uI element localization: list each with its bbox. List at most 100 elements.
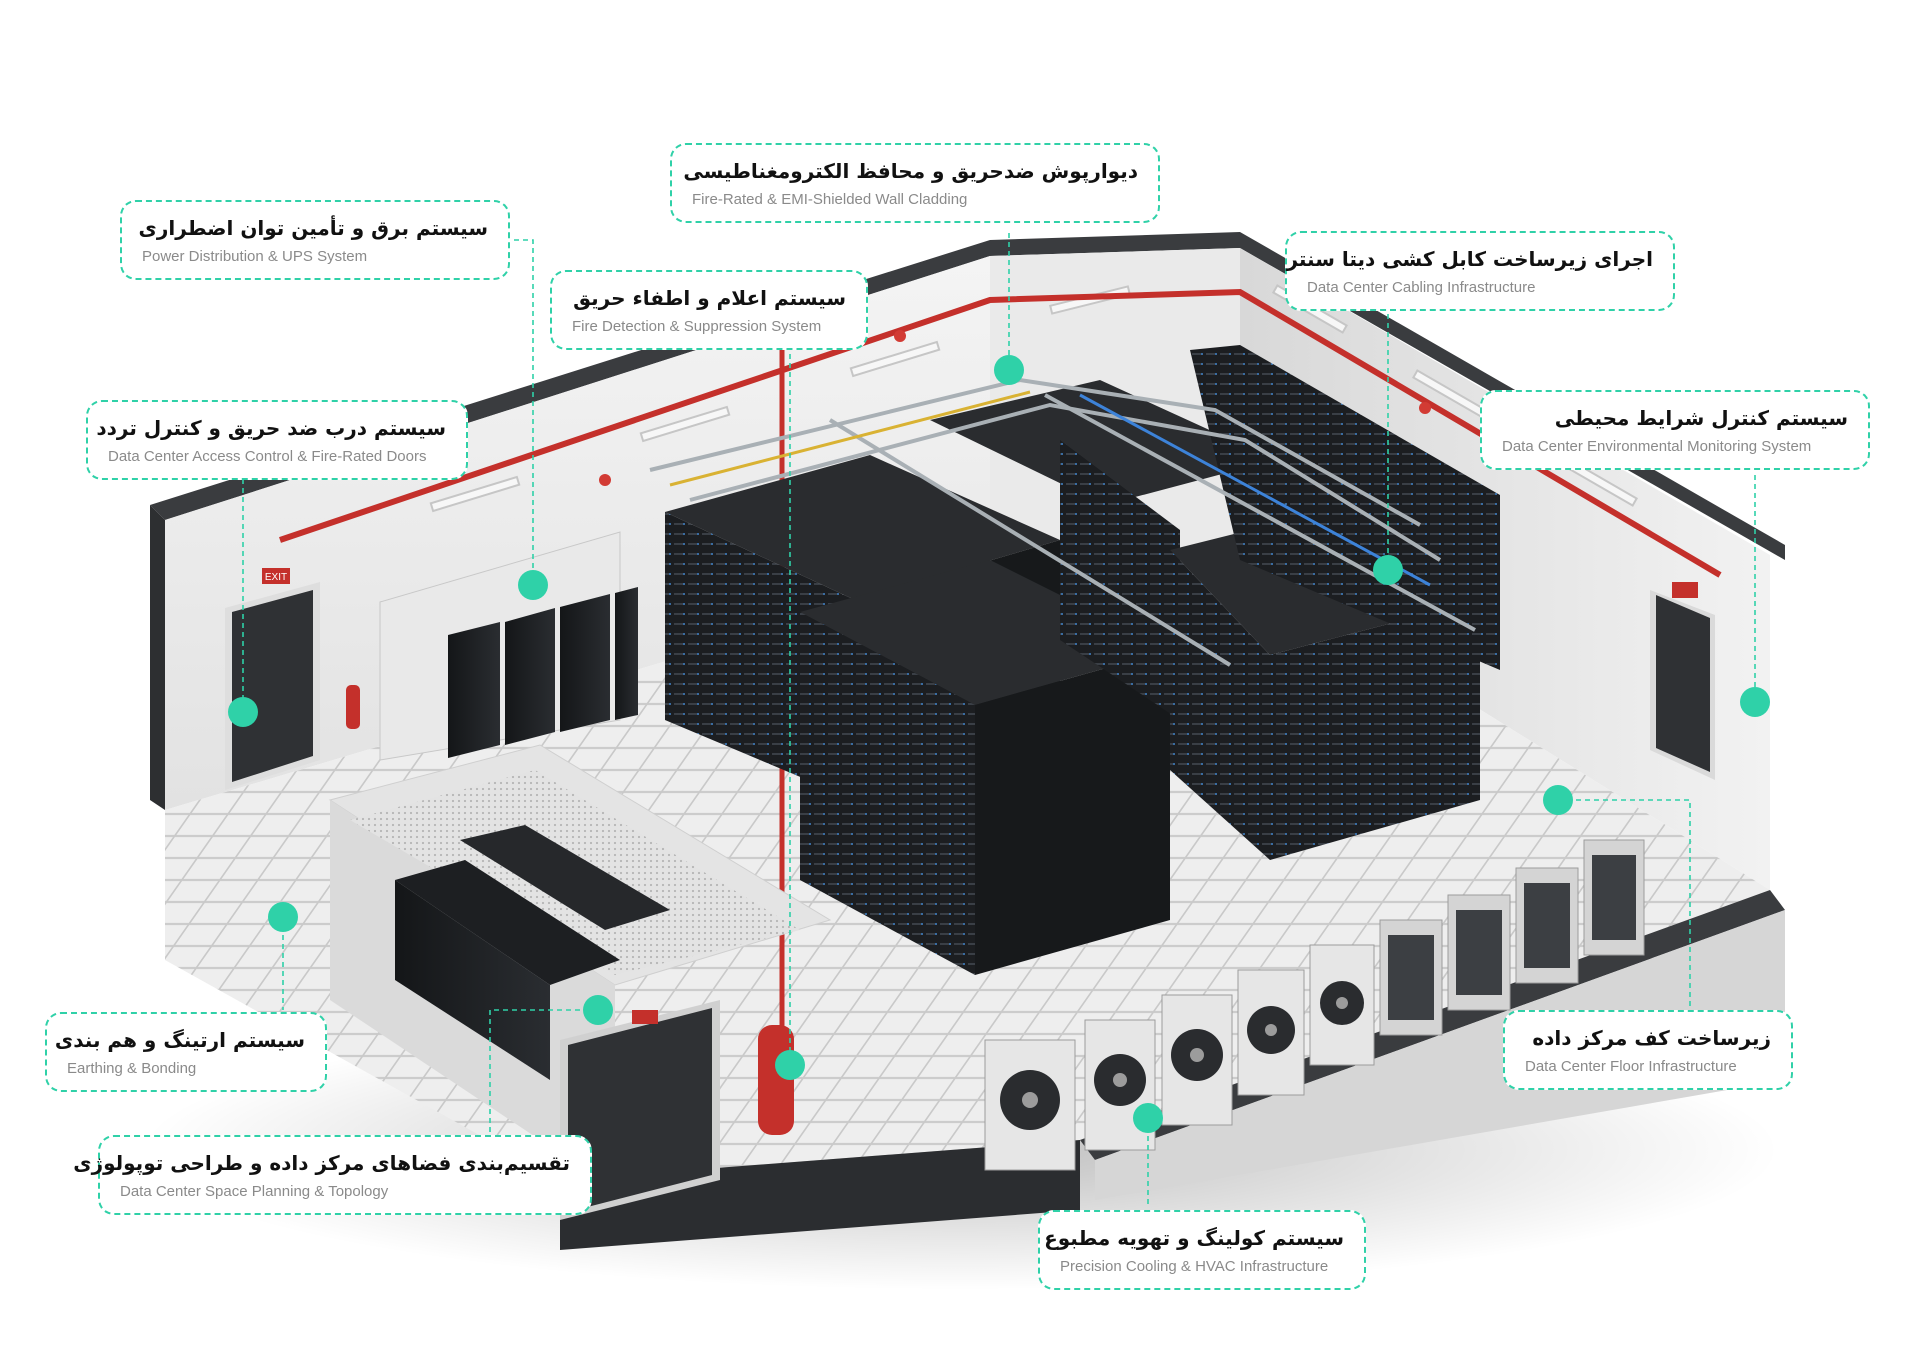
callout-access[interactable]: سیستم درب ضد حریق و کنترل تردد Data Cent… [86,400,468,480]
callout-space-subtitle: Data Center Space Planning & Topology [120,1183,389,1200]
ups-cabinet-3 [560,594,610,732]
callout-power-title: سیستم برق و تأمین توان اضطراری [138,216,488,240]
callout-cooling-subtitle: Precision Cooling & HVAC Infrastructure [1060,1258,1329,1275]
cable-tray-3 [828,418,1232,667]
yellow-cable [669,390,1031,487]
callout-fire[interactable]: سیستم اعلام و اطفاء حریق Fire Detection … [550,270,868,350]
leader-power [505,239,534,585]
ups-cabinet-4 [615,587,638,720]
callout-earthing-subtitle: Earthing & Bonding [67,1060,197,1077]
cooling-units [984,839,1645,1171]
callout-wall-cladding[interactable]: دیوارپوش ضدحریق و محافظ الکترومغناطیسی F… [670,143,1160,223]
cable-trays [649,377,1476,667]
leader-lines [242,233,1756,1205]
ups-cabinets [448,587,638,758]
marker-earthing [268,902,298,932]
ups-cabinet-1 [448,622,500,758]
louver-unit-1 [1379,919,1443,1036]
rack-row-4-side [1270,600,1480,860]
callout-floor[interactable]: زیرساخت کف مرکز داده Data Center Floor I… [1503,1010,1793,1090]
leader-floor [1558,799,1691,1010]
callout-wall-cladding-subtitle: Fire-Rated & EMI-Shielded Wall Cladding [692,191,968,208]
data-cables [669,390,1431,587]
marker-fire [775,1050,805,1080]
building-rim [150,232,1785,560]
cable-tray-2 [689,402,1442,562]
cooling-fan-4 [1237,969,1305,1096]
left-door [232,590,313,782]
left-exit-sign [262,568,290,584]
light-2 [639,405,731,443]
cooling-fan-3 [1161,994,1233,1126]
cable-tray-4 [1044,393,1476,632]
rack-row-3-front [1060,440,1180,720]
callout-power-subtitle: Power Distribution & UPS System [142,248,368,265]
rack-row-4-front [1170,550,1270,860]
callout-environment-subtitle: Data Center Environmental Monitoring Sys… [1502,438,1812,455]
callout-floor-title: زیرساخت کف مرکز داده [1532,1026,1771,1050]
callout-fire-title: سیستم اعلام و اطفاء حریق [573,286,846,310]
right-exit-sign [1672,582,1698,598]
front-exit-sign [632,1010,658,1024]
ups-cabinet-2 [505,608,555,745]
battery-cabinet-1 [395,860,620,985]
rack-row-5-side [1190,345,1500,670]
callout-access-title: سیستم درب ضد حریق و کنترل تردد [96,416,446,440]
callout-fire-subtitle: Fire Detection & Suppression System [572,318,822,335]
fire-alarm-1 [599,474,611,486]
front-left-wall [150,505,165,810]
battery-cabinet-2 [460,825,670,930]
battery-cabinets [395,825,670,1080]
marker-wall-cladding [994,355,1024,385]
light-3 [849,340,941,378]
right-door [1656,595,1710,772]
louver-unit-4 [1583,839,1645,956]
callout-environment-title: سیستم کنترل شرایط محیطی [1554,406,1848,430]
marker-cabling [1373,555,1403,585]
rack-row-2-front [800,612,975,975]
right-wall [1240,248,1770,890]
callout-earthing-title: سیستم ارتینگ و هم بندی [54,1028,305,1052]
callout-earthing[interactable]: سیستم ارتینگ و هم بندی Earthing & Bondin… [45,1012,327,1092]
callout-cabling-subtitle: Data Center Cabling Infrastructure [1307,279,1536,296]
cooling-fan-5 [1309,944,1375,1066]
marker-cooling [1133,1103,1163,1133]
front-wall-base [560,1140,1080,1250]
marker-access [228,697,258,727]
callout-space-title: تقسیم‌بندی فضاهای مرکز داده و طراحی توپو… [73,1151,570,1175]
fire-suppression-cylinder [758,1025,794,1135]
rack-row-2-side [975,650,1170,975]
callout-cooling[interactable]: سیستم کولینگ و تهویه مطبوع Precision Coo… [1038,1210,1366,1290]
marker-floor [1543,785,1573,815]
markers [228,355,1770,1133]
leader-space [489,1009,598,1135]
left-exit-text: EXIT [265,572,287,583]
callout-cabling[interactable]: اجرای زیرساخت کابل کشی دیتا سنتر Data Ce… [1285,231,1675,311]
callout-power[interactable]: سیستم برق و تأمین توان اضطراری Power Dis… [120,200,510,280]
front-right-face [1095,910,1785,1200]
louver-unit-2 [1447,894,1511,1011]
left-fire-extinguisher [346,685,360,729]
front-door [568,1008,712,1212]
cooling-fan-1 [984,1039,1076,1171]
blue-cable [1079,393,1431,587]
battery-cabinet-1-front [395,880,550,1080]
callout-wall-cladding-title: دیوارپوش ضدحریق و محافظ الکترومغناطیسی [683,159,1138,183]
rack-row-1-top [665,455,1060,600]
marker-environment [1740,687,1770,717]
marker-space [583,995,613,1025]
light-1 [429,475,521,513]
callout-cooling-title: سیستم کولینگ و تهویه مطبوع [1044,1226,1344,1250]
fire-alarm-3 [1419,402,1431,414]
callout-access-subtitle: Data Center Access Control & Fire-Rated … [108,448,427,465]
marker-power [518,570,548,600]
callout-space[interactable]: تقسیم‌بندی فضاهای مرکز داده و طراحی توپو… [73,1135,592,1215]
fire-alarms [599,330,1431,486]
callout-floor-subtitle: Data Center Floor Infrastructure [1525,1058,1737,1075]
rack-row-2-top [800,560,1170,705]
callout-environment[interactable]: سیستم کنترل شرایط محیطی Data Center Envi… [1480,390,1870,470]
louver-unit-3 [1515,867,1579,984]
